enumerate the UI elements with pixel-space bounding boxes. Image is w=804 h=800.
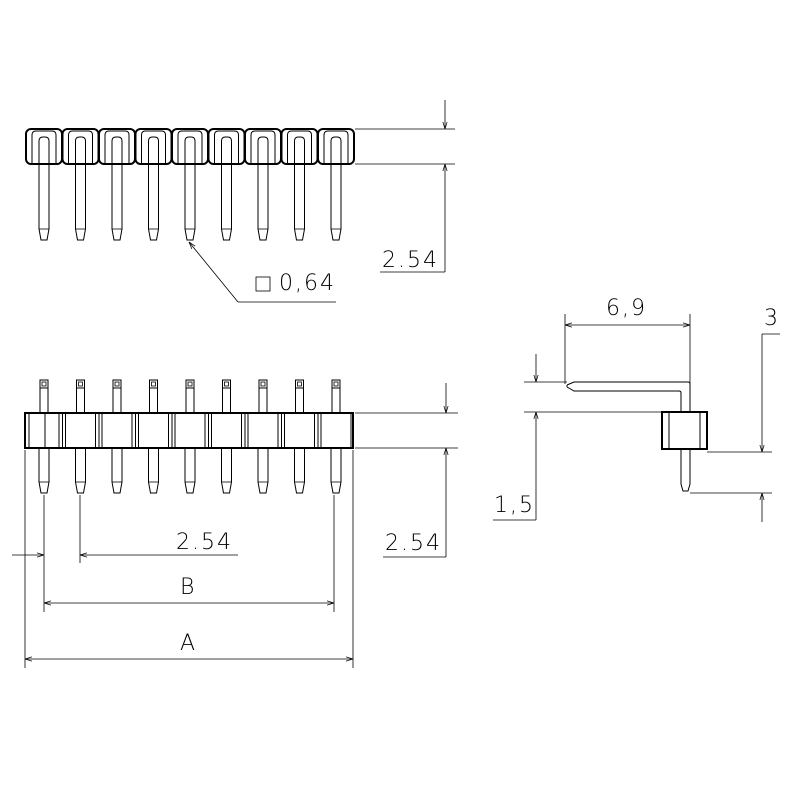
top-view: 2.54 0,64 (25, 100, 455, 303)
pin-tip (112, 379, 122, 389)
square-section-icon (255, 276, 271, 292)
pin (221, 448, 232, 494)
pitch-label: 2.54 (176, 530, 233, 555)
side-offset-label: 1,5 (494, 493, 535, 518)
top-height-dimension: 2.54 (355, 100, 455, 273)
housing-segment (25, 128, 63, 165)
pin (111, 448, 123, 494)
housing-segment (134, 128, 173, 165)
pin (294, 141, 305, 241)
pin (221, 141, 232, 241)
side-length-label: 6,9 (606, 296, 647, 321)
front-height-dimension: 2.54 (355, 383, 458, 558)
top-height-label: 2.54 (382, 248, 439, 273)
pin (184, 448, 196, 494)
side-view-pin (566, 381, 691, 412)
pin-size-callout: 0,64 (189, 242, 336, 303)
pin (294, 448, 305, 494)
dimension-b-label: B (180, 575, 196, 600)
front-view-housing (24, 412, 354, 449)
front-view-pins (38, 448, 342, 494)
pin (38, 141, 50, 241)
top-view-housings (25, 128, 355, 165)
pin-tip (222, 379, 231, 389)
pin (257, 141, 269, 241)
dimension-a-label: A (180, 631, 197, 656)
front-height-label: 2.54 (385, 531, 442, 556)
pin-tip (331, 379, 341, 389)
housing-segment (317, 128, 355, 165)
housing-segment (244, 128, 282, 165)
pin (148, 448, 159, 494)
side-view: 6,9 1,5 3 (493, 296, 780, 522)
pin (330, 448, 342, 494)
pin (111, 141, 123, 241)
housing-segment (171, 128, 209, 165)
housing-segment (280, 128, 319, 165)
pin-tip (149, 379, 158, 389)
pin (330, 141, 342, 241)
pin-tip (258, 379, 268, 389)
front-view: 2.54 2.54 B A (12, 379, 458, 668)
housing-segment (98, 128, 136, 165)
dimension-b: B (44, 575, 334, 603)
pin (38, 448, 50, 494)
pin (75, 141, 86, 241)
side-height-label: 3 (764, 306, 780, 331)
pin (257, 448, 269, 494)
dimension-a: A (25, 631, 353, 659)
side-length-dimension: 6,9 (564, 296, 691, 384)
pin-tip (185, 379, 195, 389)
pin-tip (76, 379, 85, 389)
pin (148, 141, 159, 241)
housing-segment (207, 128, 246, 165)
side-view-pin-tail (680, 449, 691, 492)
pin (184, 141, 196, 241)
pitch-dimension: 2.54 (12, 530, 238, 555)
side-height-dimension: 3 (690, 306, 780, 522)
side-offset-dimension: 1,5 (493, 354, 662, 521)
side-view-housing (661, 411, 708, 450)
pin-tip (39, 379, 49, 389)
pin (75, 448, 86, 494)
housing-segment (61, 128, 100, 165)
pin-size-label: 0,64 (279, 271, 336, 296)
pin-tip (295, 379, 304, 389)
front-view-pin-tips (39, 379, 341, 413)
top-view-pins (38, 141, 342, 241)
